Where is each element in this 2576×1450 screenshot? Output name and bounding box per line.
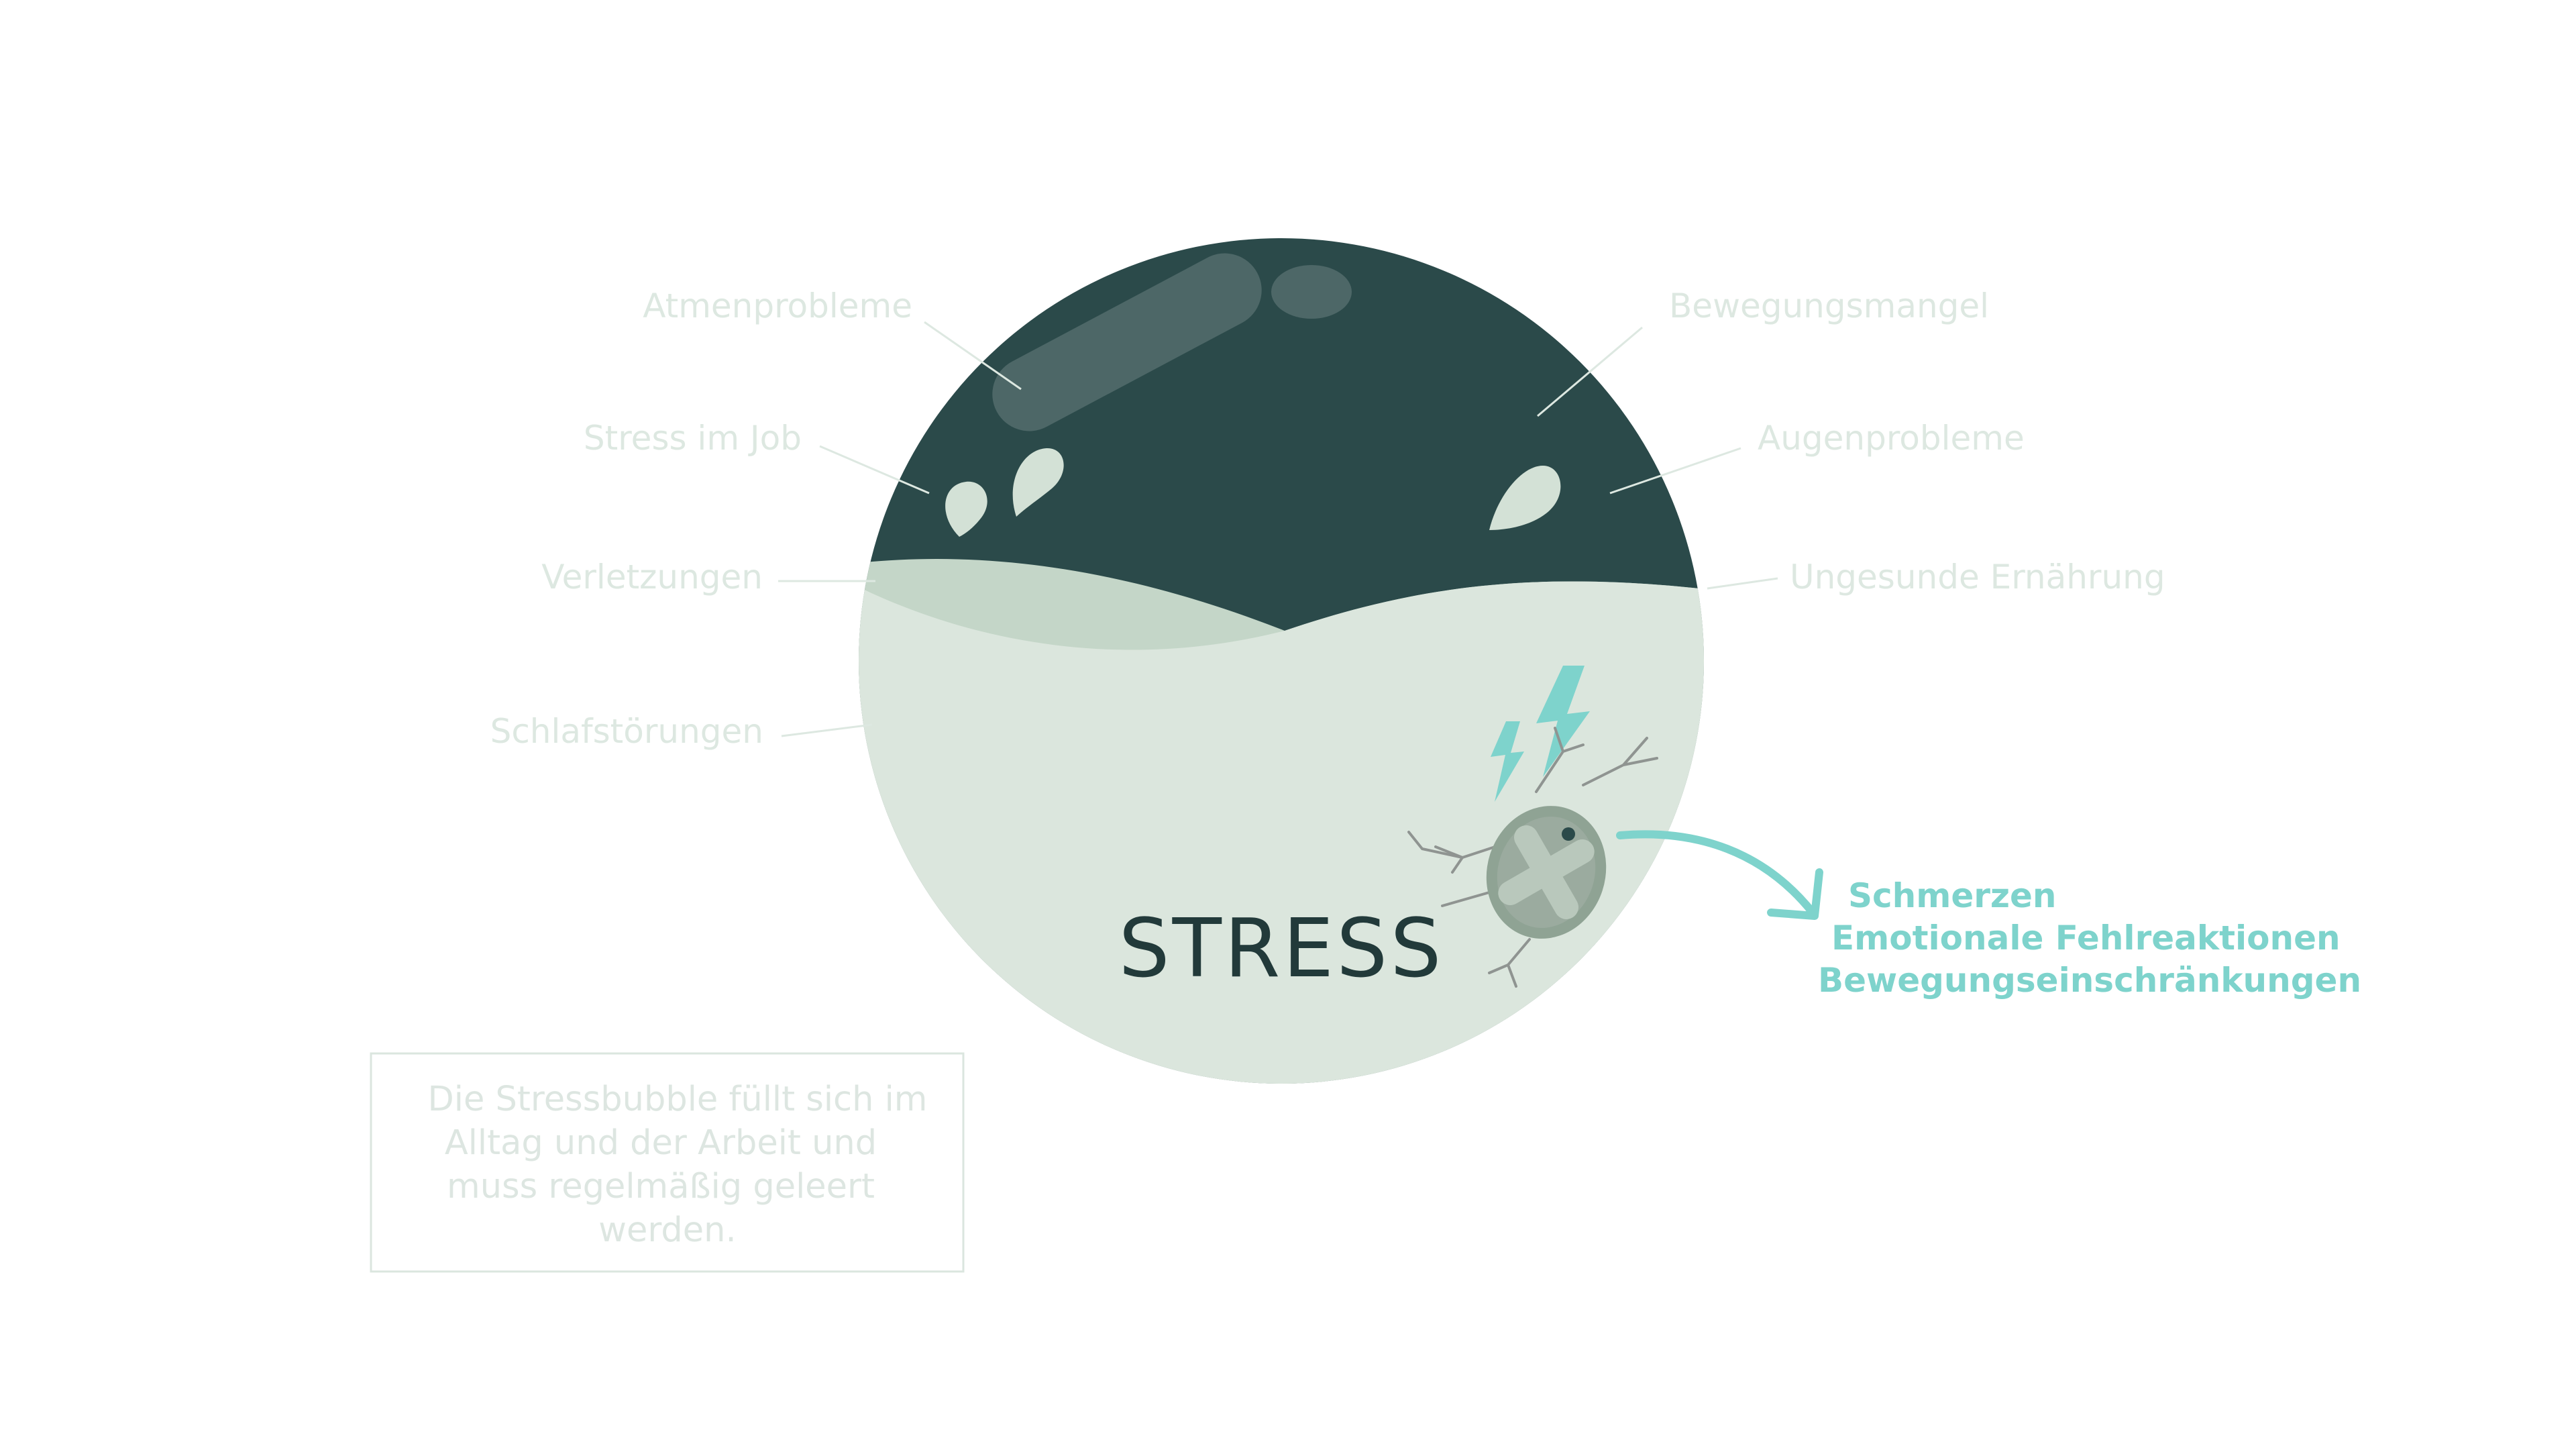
cause-label: Ungesunde Ernährung [1790, 558, 2165, 597]
bubble-liquid [859, 581, 1704, 1084]
note-box-frame [370, 1052, 965, 1273]
effects-list: Schmerzen Emotionale Fehlreaktionen Bewe… [1818, 876, 2361, 1000]
cause-label: Stress im Job [584, 419, 802, 458]
cracked-pill-icon [1407, 727, 1658, 988]
leader-lines [778, 321, 1778, 737]
leader-line [819, 445, 930, 495]
note-box: Die Stressbubble füllt sich im Alltag un… [370, 1052, 965, 1273]
note-line: Alltag und der Arbeit und [445, 1123, 877, 1163]
effect-label: Emotionale Fehlreaktionen [1831, 919, 2341, 957]
effect-label: Schmerzen [1848, 876, 2057, 915]
cause-label: Bewegungsmangel [1669, 287, 1989, 325]
cause-label: Schlafstörungen [490, 712, 763, 751]
cause-label: Atmenprobleme [643, 287, 912, 325]
leader-line [924, 321, 1022, 391]
droplet-icon [945, 481, 987, 537]
effect-label: Bewegungseinschränkungen [1818, 961, 2361, 1000]
note-line: muss regelmäßig geleert [447, 1167, 875, 1206]
bubble-center-label: STRESS [1118, 902, 1444, 996]
causes-right: Bewegungsmangel Augenprobleme Ungesunde … [1669, 287, 2165, 597]
droplet-icon [1012, 448, 1064, 517]
lightning-icon [1491, 666, 1590, 802]
leader-line [1609, 447, 1741, 495]
bubble-highlight-small [1271, 265, 1352, 319]
arrow-icon [1616, 830, 1823, 920]
cause-label: Augenprobleme [1758, 419, 2025, 458]
cause-label: Verletzungen [541, 558, 763, 597]
note-line: Die Stressbubble füllt sich im [428, 1080, 928, 1119]
causes-left: Atmenprobleme Stress im Job Verletzungen… [490, 287, 912, 751]
droplet-icon [1489, 466, 1561, 530]
leader-line [1707, 577, 1778, 590]
stress-bubble: STRESS [859, 238, 1704, 1084]
leader-line [1537, 326, 1643, 417]
bubble-highlight [992, 253, 1262, 431]
leader-line [781, 723, 873, 737]
note-line: werden. [598, 1210, 736, 1250]
